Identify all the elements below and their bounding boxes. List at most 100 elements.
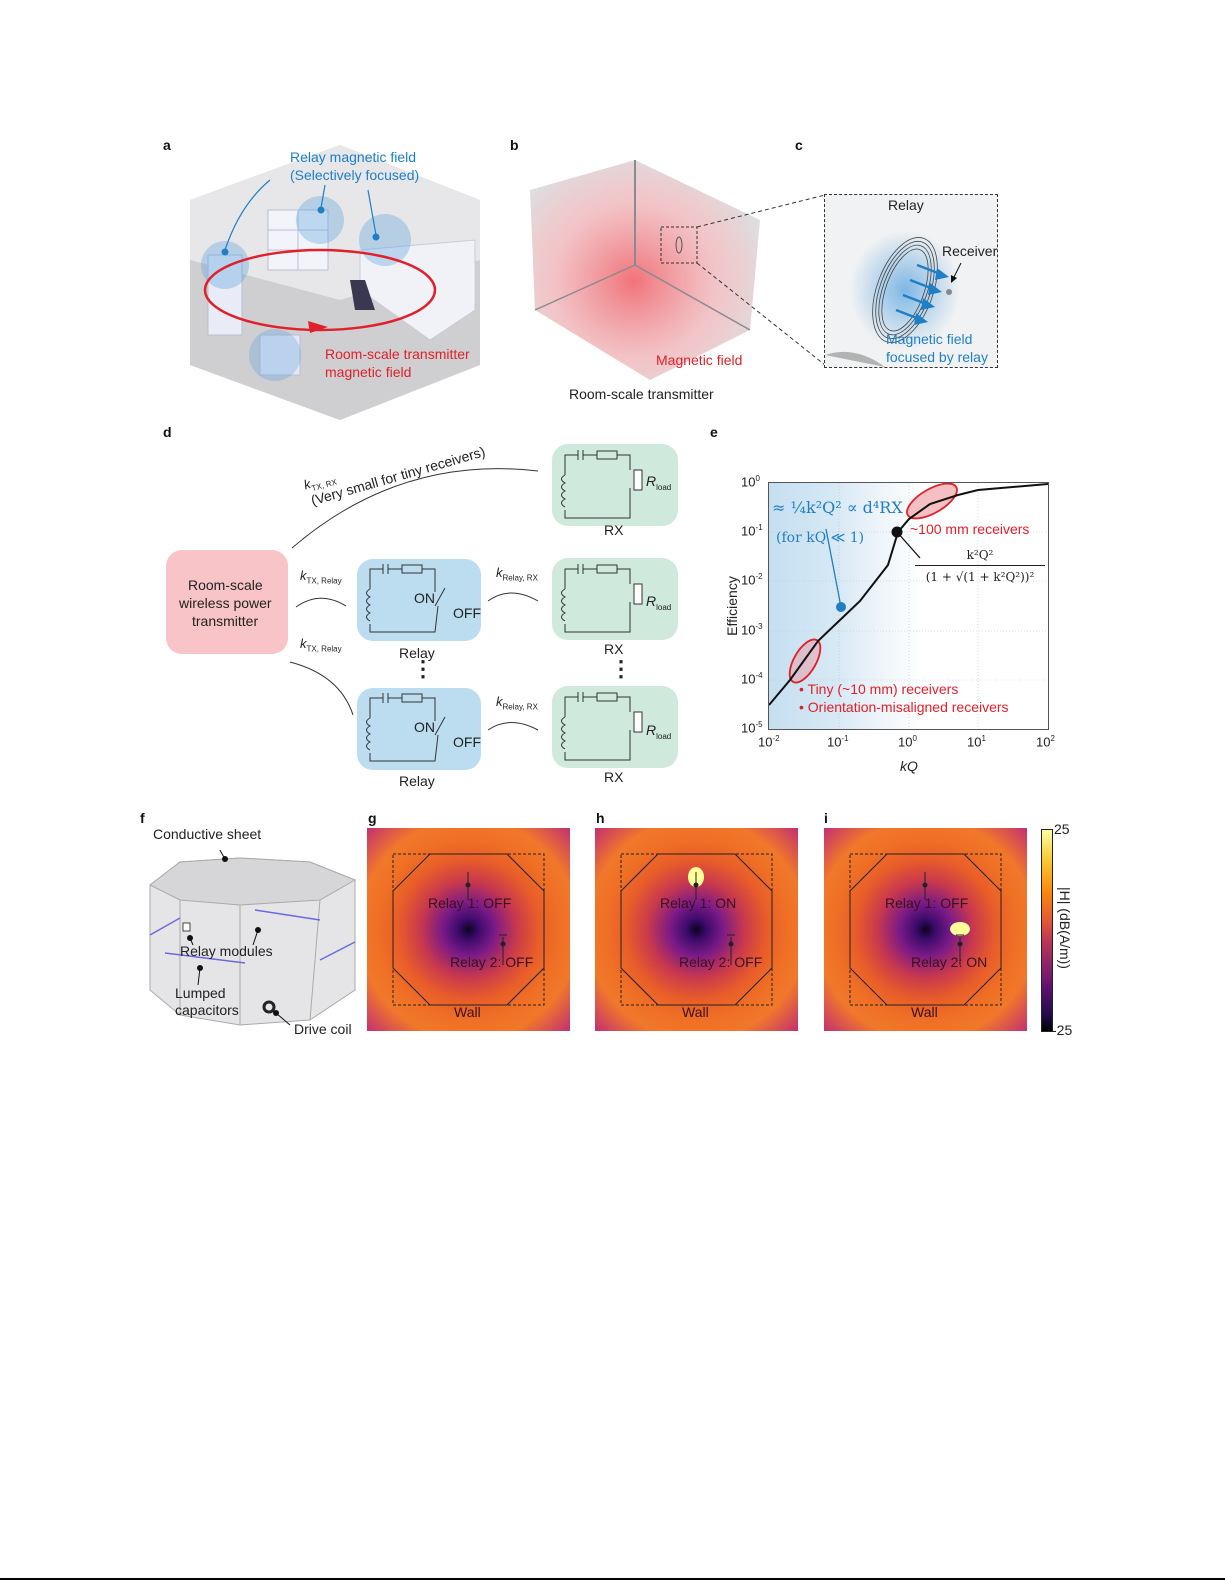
efficiency-chart [768, 482, 1049, 730]
k-symbol: k [300, 636, 307, 651]
y-tick-3: 10-3 [741, 622, 763, 638]
colorbar [1041, 829, 1053, 1032]
conductive-sheet-label: Conductive sheet [153, 826, 262, 842]
room-tx-caption: Room-scale transmitter [569, 386, 714, 402]
rx-caption-bottom: RX [604, 769, 624, 785]
y-tick-2: 10-2 [741, 572, 763, 588]
colorbar-min: -25 [1052, 1022, 1073, 1038]
k-symbol: k [496, 565, 503, 580]
h-wall: Wall [682, 1004, 709, 1020]
g-relay2: Relay 2: OFF [450, 954, 534, 970]
panel-d-label: d [163, 424, 172, 440]
eq-exact-numerator: k²Q² [915, 548, 1045, 566]
relay-zoom-box [824, 194, 998, 368]
i-relay1: Relay 1: OFF [885, 895, 969, 911]
panel-f-label: f [140, 810, 145, 826]
lumped-label-1: Lumped [175, 985, 226, 1001]
rx-caption-top: RX [604, 522, 624, 538]
h-relay1: Relay 1: ON [660, 895, 737, 911]
y-axis-label: Efficiency [724, 576, 740, 636]
k-symbol: k [496, 694, 503, 709]
g-wall: Wall [454, 1004, 481, 1020]
panel-b-label: b [510, 137, 519, 153]
switch-on-2: ON [414, 719, 435, 735]
y-tick-0: 100 [741, 474, 760, 490]
switch-off-1: OFF [453, 605, 481, 621]
rx-caption-mid: RX [604, 641, 624, 657]
tx-field-line1: Room-scale transmitter [325, 346, 470, 362]
drive-coil-label: Drive coil [294, 1021, 352, 1037]
circuit-diagram-lines [289, 450, 643, 762]
magnetic-field-label: Magnetic field [656, 352, 743, 368]
r-load-label-2: Rload [646, 593, 671, 612]
rx-box-top [552, 444, 678, 526]
k-subscript: TX, Relay [306, 576, 342, 586]
relay-label: Relay [888, 197, 924, 213]
k-tx-relay-label-2: kTX, Relay [300, 636, 342, 654]
page-bottom-rule [0, 1578, 1225, 1580]
k-subscript: TX, Relay [306, 644, 342, 654]
x-tick-4: 102 [1036, 734, 1055, 750]
zoom-callout-lines [696, 194, 826, 366]
colorbar-label: |H| (dB(A/m)) [1057, 887, 1073, 969]
focused-field-line2: focused by relay [886, 349, 988, 365]
switch-on-1: ON [414, 590, 435, 606]
tx-box-line2: wireless power [179, 595, 272, 611]
receiver-label: Receiver [942, 243, 998, 259]
relay-field-title: Relay magnetic field [290, 149, 417, 165]
x-tick-1: 10-1 [827, 734, 849, 750]
relay-caption-bottom: Relay [399, 773, 435, 789]
colorbar-max: 25 [1054, 821, 1070, 837]
r-load-label-3: Rload [646, 722, 671, 741]
x-axis-label: kQ [900, 758, 918, 774]
field-map-h [595, 828, 798, 1031]
r-subscript: load [656, 731, 672, 741]
relay-modules-label: Relay modules [180, 943, 273, 959]
k-symbol: k [300, 568, 307, 583]
focused-field-line1: Magnetic field [886, 331, 973, 347]
ann-misaligned: • Orientation-misaligned receivers [799, 699, 1009, 715]
h-relay2: Relay 2: OFF [679, 954, 763, 970]
y-tick-5: 10-5 [741, 720, 763, 736]
r-subscript: load [656, 602, 672, 612]
rx-ellipsis: ⋮ [610, 656, 632, 681]
rx-box-mid [552, 558, 678, 640]
k-tx-relay-label-1: kTX, Relay [300, 568, 342, 586]
wall-outline [849, 853, 1002, 1006]
g-relay1: Relay 1: OFF [428, 895, 512, 911]
y-tick-4: 10-4 [741, 671, 763, 687]
r-load-label-1: Rload [646, 473, 671, 492]
room-illustration [190, 145, 480, 420]
wall-outline [620, 853, 773, 1006]
panel-e-label: e [710, 424, 718, 440]
switch-off-2: OFF [453, 734, 481, 750]
r-symbol: R [646, 473, 657, 489]
octagonal-room-model [149, 850, 357, 1026]
panel-a-label: a [163, 137, 171, 153]
panel-g-label: g [368, 810, 377, 826]
chart-plot-area [768, 482, 1049, 729]
tx-box [166, 550, 288, 654]
relay-field-subtitle: (Selectively focused) [290, 167, 420, 183]
i-wall: Wall [911, 1004, 938, 1020]
rx-box-bottom [552, 686, 678, 768]
eq-exact: k²Q² (1 + √(1 + k²Q²))² [915, 548, 1045, 584]
room-field-cube [530, 160, 760, 380]
lumped-label-2: capacitors [175, 1002, 239, 1018]
tx-field-line2: magnetic field [325, 364, 412, 380]
ann-tiny: • Tiny (~10 mm) receivers [799, 681, 959, 697]
k-subscript: Relay, RX [502, 573, 538, 583]
r-subscript: load [656, 482, 672, 492]
relay-caption-top: Relay [399, 645, 435, 661]
eq-approx: ≈ ¼k²Q² ∝ d⁴RX [772, 498, 903, 517]
eq-condition: (for kQ ≪ 1) [776, 530, 865, 546]
panel-c-label: c [795, 137, 803, 153]
r-symbol: R [646, 722, 657, 738]
x-tick-0: 10-2 [758, 734, 780, 750]
panel-i-label: i [824, 810, 828, 826]
relay-ellipsis: ⋮ [412, 656, 434, 681]
y-tick-1: 10-1 [741, 523, 763, 539]
field-map-i [824, 828, 1027, 1031]
x-tick-3: 101 [967, 734, 986, 750]
k-relay-rx-label-2: kRelay, RX [496, 694, 538, 712]
